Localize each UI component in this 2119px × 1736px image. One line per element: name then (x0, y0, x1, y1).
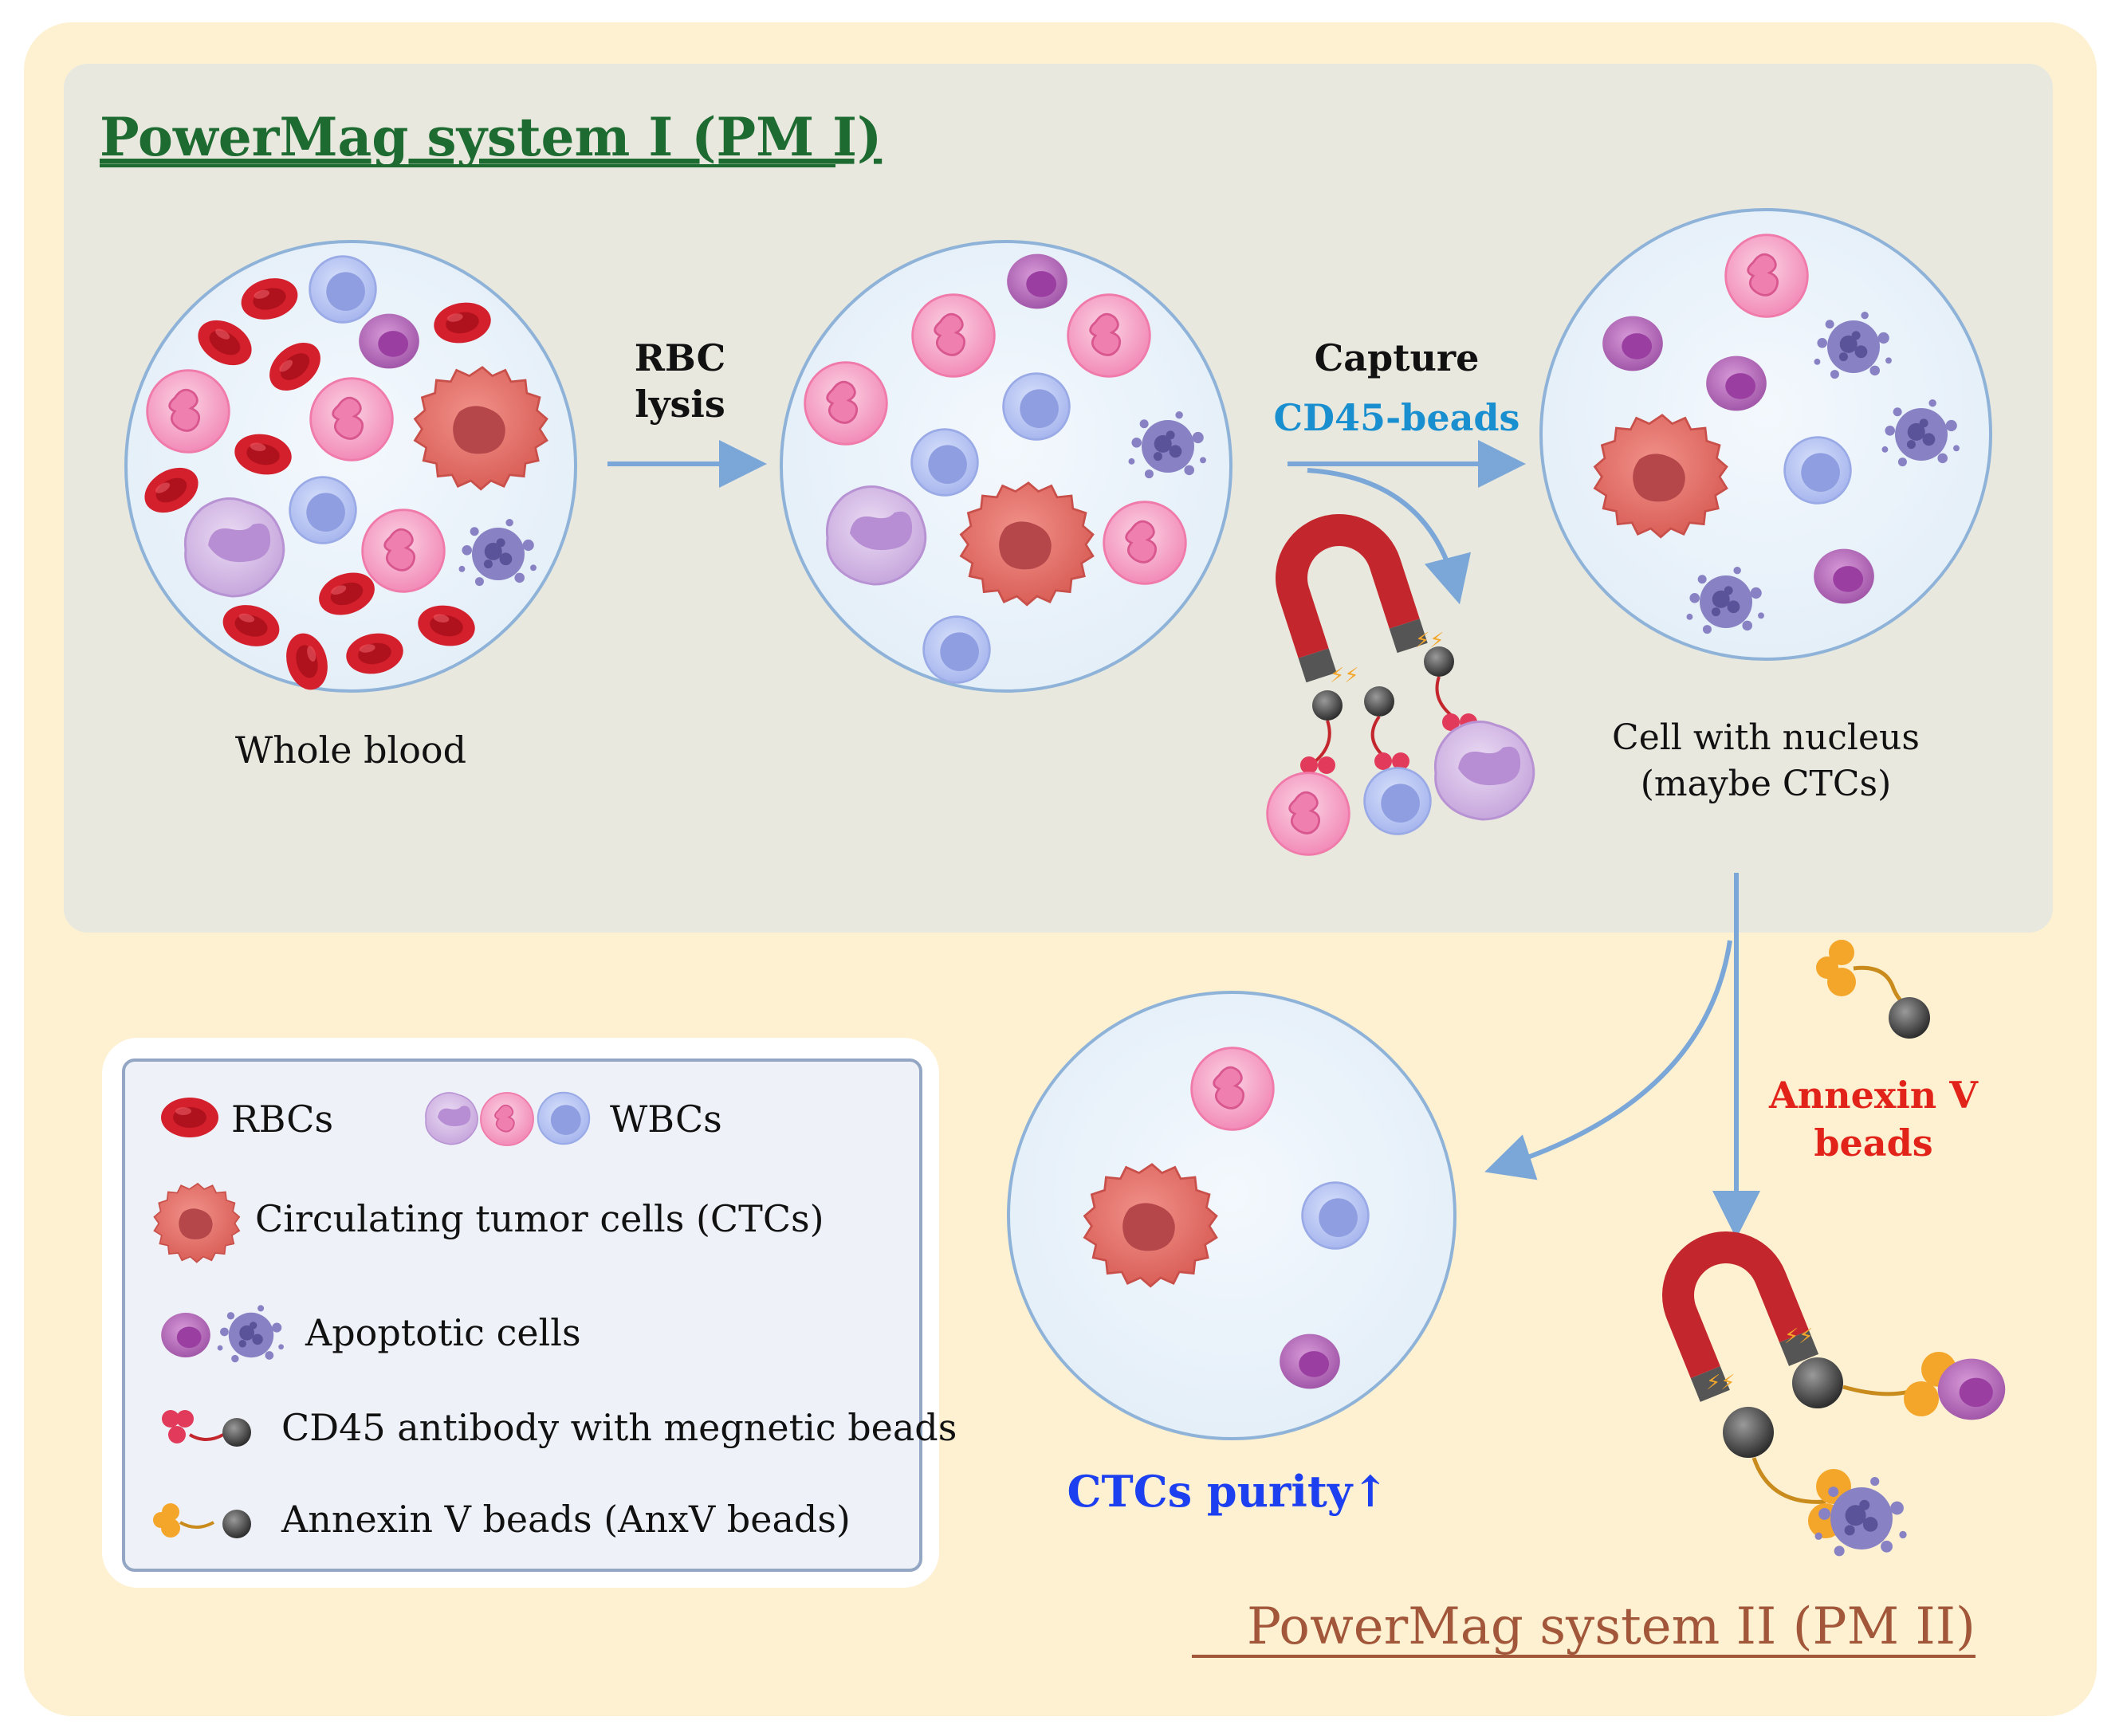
rbc-lysis-label-1: RBC (635, 336, 726, 379)
legend-apoptotic-label: Apoptotic cells (305, 1311, 581, 1354)
whole-blood-dish (124, 240, 577, 695)
nucleated-label-1: Cell with nucleus (1612, 717, 1920, 758)
legend-apoptotic-item: Apoptotic cells (161, 1305, 581, 1363)
capture-branch-arrow (1307, 468, 1471, 605)
legend-cd45-label: CD45 antibody with megnetic beads (281, 1406, 957, 1449)
legend-rbc-item: RBCs (161, 1098, 333, 1141)
legend-wbcs-label: WBCs (610, 1098, 722, 1141)
post-lysis-dish (780, 240, 1232, 693)
pm1-magnet-capture: ⚡⚡ ⚡⚡ (1266, 514, 1535, 856)
legend-ctc-item: Circulating tumor cells (CTCs) (153, 1183, 824, 1263)
svg-text:⚡⚡: ⚡⚡ (1784, 1324, 1814, 1348)
svg-text:⚡⚡: ⚡⚡ (1330, 663, 1359, 687)
capture-label: Capture (1315, 336, 1480, 379)
legend-anxv-item: Annexin V beads (AnxV beads) (153, 1498, 851, 1541)
whole-blood-label: Whole blood (235, 729, 466, 772)
purity-branch-arrow (1484, 940, 1732, 1180)
pm2-magnet-icon (1662, 1231, 1819, 1402)
pm2-magnet-capture: ⚡⚡ ⚡⚡ (1662, 1231, 2006, 1557)
annexin-label-1: Annexin V (1768, 1074, 1979, 1117)
legend-wbc-item: WBCs (425, 1091, 722, 1146)
cd45-beads-label: CD45-beads (1274, 396, 1520, 439)
annexin-label-2: beads (1814, 1121, 1932, 1165)
svg-text:⚡⚡: ⚡⚡ (1706, 1370, 1736, 1394)
pm1-title: PowerMag system I (PM I) (100, 106, 882, 168)
ctc-purity-label: CTCs purity↑ (1067, 1466, 1389, 1517)
nucleated-label-2: (maybe CTCs) (1641, 764, 1892, 804)
legend-anxv-label: Annexin V beads (AnxV beads) (281, 1498, 851, 1541)
pm1-magnet-icon (1276, 514, 1428, 683)
purified-ctc-dish (1007, 991, 1457, 1440)
legend-rbcs-label: RBCs (231, 1098, 333, 1141)
legend-cd45-item: CD45 antibody with megnetic beads (162, 1406, 957, 1449)
legend: RBCs WBCs Circulating tumor cells (CTCs)… (102, 1038, 957, 1588)
rbc-lysis-label-2: lysis (635, 383, 725, 426)
legend-ctcs-label: Circulating tumor cells (CTCs) (255, 1197, 824, 1240)
pm2-title: PowerMag system II (PM II) (1247, 1597, 1976, 1656)
nucleated-cells-dish (1539, 208, 1992, 661)
annexin-bead-icon (1816, 940, 1930, 1039)
